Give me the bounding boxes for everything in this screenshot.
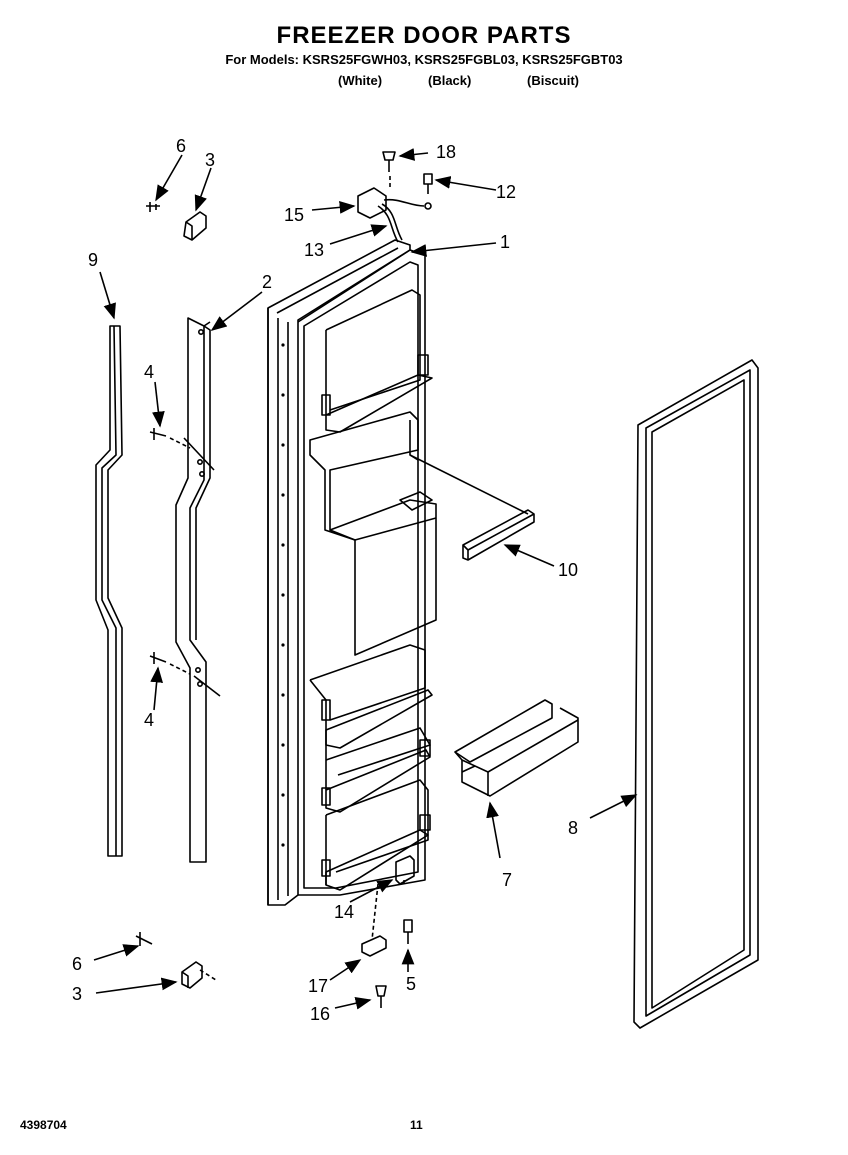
part-7-bin — [454, 699, 579, 797]
callout-13: 13 — [304, 240, 324, 260]
part-2-hinge-bar — [175, 317, 211, 863]
callout-6-bottom: 6 — [72, 954, 82, 974]
callout-1: 1 — [500, 232, 510, 252]
callout-15: 15 — [284, 205, 304, 225]
callout-8: 8 — [568, 818, 578, 838]
callout-6-top: 6 — [176, 136, 186, 156]
part-9-strip — [95, 325, 123, 857]
door-panel — [267, 239, 437, 906]
callout-10: 10 — [558, 560, 578, 580]
callout-3-bottom: 3 — [72, 984, 82, 1004]
callout-16: 16 — [310, 1004, 330, 1024]
callout-4-top: 4 — [144, 362, 154, 382]
callout-7: 7 — [502, 870, 512, 890]
callout-labels: 1 2 3 3 4 4 5 6 6 7 8 9 10 12 13 14 15 1… — [72, 136, 578, 1024]
models-line: For Models: KSRS25FGWH03, KSRS25FGBL03, … — [225, 52, 623, 67]
part-10-trim — [462, 509, 535, 561]
callout-leaders — [93, 148, 638, 1010]
callout-4-bottom: 4 — [144, 710, 154, 730]
callout-12: 12 — [496, 182, 516, 202]
wire-harness — [357, 151, 433, 243]
callout-2: 2 — [262, 272, 272, 292]
variant-black: (Black) — [428, 73, 472, 88]
variant-biscuit: (Biscuit) — [527, 73, 579, 88]
callout-18: 18 — [436, 142, 456, 162]
hinge-hardware — [135, 202, 415, 1008]
document-number: 4398704 — [20, 1118, 67, 1132]
callout-3-top: 3 — [205, 150, 215, 170]
page-number: 11 — [410, 1118, 423, 1132]
variant-white: (White) — [338, 73, 383, 88]
callout-14: 14 — [334, 902, 354, 922]
callout-9: 9 — [88, 250, 98, 270]
callout-17: 17 — [308, 976, 328, 996]
page-title: FREEZER DOOR PARTS — [276, 22, 572, 49]
part-8-gasket — [633, 359, 759, 1029]
callout-5: 5 — [406, 974, 416, 994]
